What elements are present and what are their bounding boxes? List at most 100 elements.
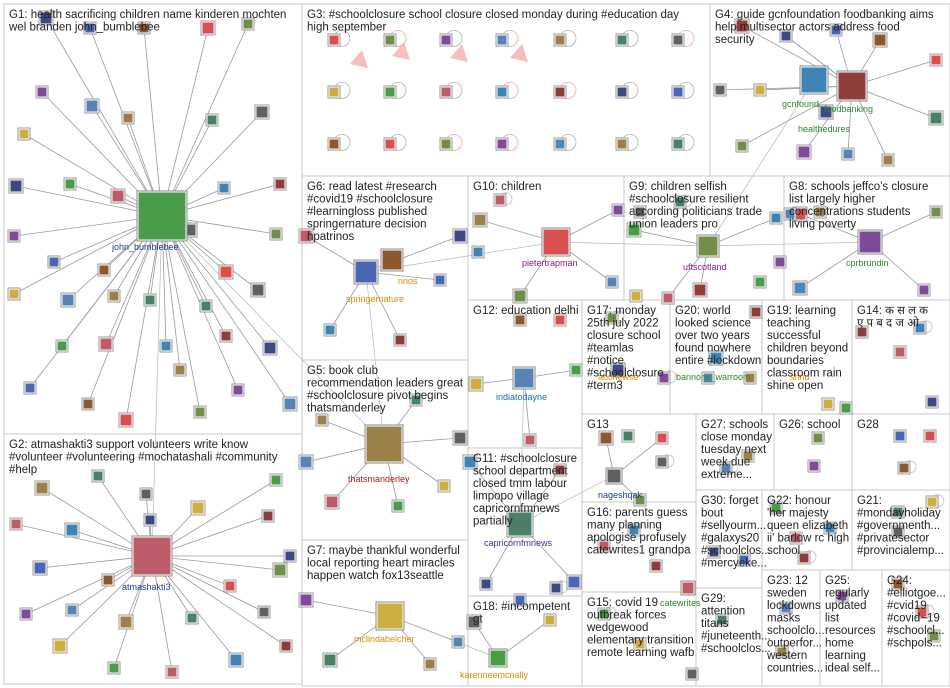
graph-node[interactable]	[841, 147, 855, 161]
graph-node[interactable]	[315, 413, 329, 427]
graph-node[interactable]	[393, 333, 407, 347]
graph-node[interactable]	[200, 20, 216, 36]
graph-node[interactable]	[753, 275, 767, 289]
graph-node[interactable]	[769, 501, 783, 515]
graph-node[interactable]	[257, 605, 271, 619]
node-label-springernature[interactable]: springernature	[346, 294, 404, 304]
graph-node[interactable]	[380, 248, 404, 272]
graph-node[interactable]	[223, 579, 237, 593]
node-label-hpatrinos[interactable]: nnos	[398, 276, 418, 286]
graph-node[interactable]	[597, 539, 611, 553]
graph-node[interactable]	[506, 510, 534, 538]
graph-node[interactable]	[523, 433, 537, 447]
graph-node[interactable]	[713, 83, 727, 97]
graph-node[interactable]	[692, 282, 708, 298]
graph-node[interactable]	[282, 396, 298, 412]
graph-node[interactable]	[327, 85, 341, 99]
graph-node[interactable]	[32, 560, 48, 576]
graph-node[interactable]	[836, 70, 868, 102]
graph-node[interactable]	[118, 614, 134, 630]
graph-node[interactable]	[610, 362, 626, 378]
graph-node[interactable]	[98, 336, 114, 352]
graph-node[interactable]	[915, 605, 929, 619]
graph-node[interactable]	[488, 648, 508, 668]
graph-node[interactable]	[205, 113, 219, 127]
graph-node[interactable]	[680, 580, 696, 596]
graph-node[interactable]	[891, 577, 905, 591]
graph-node[interactable]	[493, 193, 507, 207]
graph-node[interactable]	[783, 207, 797, 221]
graph-node[interactable]	[872, 32, 888, 48]
graph-node[interactable]	[615, 33, 629, 47]
graph-node[interactable]	[451, 635, 465, 649]
graph-node[interactable]	[439, 85, 453, 99]
graph-node[interactable]	[375, 601, 405, 631]
graph-node[interactable]	[897, 461, 911, 475]
graph-node[interactable]	[735, 139, 749, 153]
graph-node[interactable]	[324, 494, 340, 510]
graph-node[interactable]	[452, 430, 468, 446]
graph-node[interactable]	[254, 104, 270, 120]
graph-node[interactable]	[749, 305, 763, 319]
graph-node[interactable]	[55, 339, 69, 353]
graph-node[interactable]	[23, 381, 37, 395]
graph-node[interactable]	[269, 473, 283, 487]
graph-node[interactable]	[60, 292, 76, 308]
graph-node[interactable]	[63, 177, 77, 191]
graph-node[interactable]	[107, 661, 121, 675]
graph-node[interactable]	[409, 393, 423, 407]
graph-node[interactable]	[218, 264, 234, 280]
graph-node[interactable]	[605, 275, 619, 289]
graph-node[interactable]	[829, 23, 843, 37]
graph-node[interactable]	[629, 289, 643, 303]
graph-node[interactable]	[657, 371, 671, 385]
graph-node[interactable]	[789, 531, 803, 545]
graph-node[interactable]	[775, 645, 789, 659]
graph-node[interactable]	[633, 637, 647, 651]
graph-node[interactable]	[513, 313, 527, 327]
graph-node[interactable]	[327, 33, 341, 47]
graph-node[interactable]	[65, 603, 79, 617]
graph-node[interactable]	[7, 287, 21, 301]
node-label-karenneemcnally[interactable]: karenneemcnally	[460, 670, 529, 680]
graph-node[interactable]	[598, 430, 614, 446]
node-label-john-bumblebee[interactable]: john_bumblebee	[111, 242, 179, 252]
graph-node[interactable]	[553, 137, 567, 151]
graph-node[interactable]	[621, 429, 635, 443]
graph-node[interactable]	[797, 551, 811, 565]
graph-node[interactable]	[495, 33, 509, 47]
graph-node[interactable]	[881, 153, 895, 167]
graph-node[interactable]	[512, 366, 536, 390]
graph-node[interactable]	[437, 479, 451, 493]
node-label-cprbrundin[interactable]: cprbrundin	[846, 258, 889, 268]
node-label-healthedures[interactable]: healthedures	[798, 124, 851, 134]
node-label-bannons-warroom[interactable]: bannons_warroom	[676, 372, 751, 382]
graph-node[interactable]	[391, 499, 405, 513]
graph-node[interactable]	[327, 137, 341, 151]
graph-node[interactable]	[34, 480, 50, 496]
graph-node[interactable]	[322, 652, 338, 668]
graph-node[interactable]	[566, 574, 582, 590]
graph-node[interactable]	[671, 137, 685, 151]
graph-node[interactable]	[261, 509, 275, 523]
graph-node[interactable]	[131, 535, 173, 577]
graph-node[interactable]	[553, 463, 567, 477]
graph-node[interactable]	[298, 228, 314, 244]
graph-node[interactable]	[143, 513, 157, 527]
node-label-thatsmanderley[interactable]: thatsmanderley	[348, 474, 410, 484]
graph-node[interactable]	[118, 412, 134, 428]
node-label-vishnu[interactable]: shnu	[790, 372, 810, 382]
graph-node[interactable]	[383, 137, 397, 151]
graph-node[interactable]	[655, 455, 669, 469]
graph-node[interactable]	[605, 467, 623, 485]
graph-node[interactable]	[818, 104, 834, 120]
graph-node[interactable]	[543, 613, 557, 627]
graph-node[interactable]	[893, 429, 907, 443]
graph-node[interactable]	[633, 205, 647, 219]
graph-node[interactable]	[9, 517, 23, 531]
graph-node[interactable]	[471, 245, 485, 259]
graph-node[interactable]	[139, 487, 153, 501]
graph-node[interactable]	[929, 205, 943, 219]
graph-node[interactable]	[823, 521, 837, 535]
graph-node[interactable]	[925, 495, 939, 509]
